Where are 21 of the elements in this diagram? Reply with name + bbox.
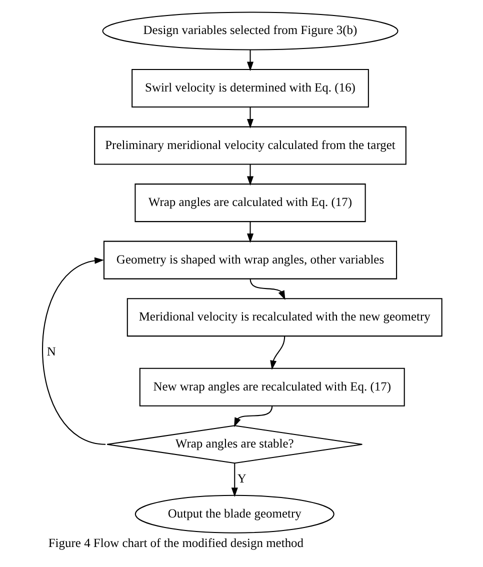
node-box: Swirl velocity is determined with Eq. (16) (131, 69, 368, 108)
node-ellipse: Design variables selected from Figure 3(b) (102, 12, 398, 50)
arrow (42, 257, 106, 445)
node-box: Meridional velocity is recalculated with the new geometry (126, 298, 442, 337)
node-ellipse: Output the blade geometry (134, 494, 334, 534)
node-box: Wrap angles are calculated with Eq. (17) (134, 184, 366, 222)
arrow (246, 50, 254, 72)
node-diamond: Wrap angles are stable? (106, 425, 362, 464)
arrow (246, 164, 254, 186)
node-box: New wrap angles are recalculated with Eq. (17) (138, 368, 404, 406)
edge-label: N (46, 344, 56, 358)
arrow (234, 406, 272, 428)
arrow (230, 463, 238, 497)
caption: Figure 4 Flow chart of the modified design method (48, 536, 304, 550)
arrow (246, 222, 254, 243)
node-box: Geometry is shaped with wrap angles, other variables (102, 240, 397, 280)
node-box: Preliminary meridional velocity calculated from the target (94, 126, 406, 165)
arrow (249, 278, 285, 300)
edge-label: Y (236, 471, 246, 486)
arrow (246, 107, 254, 128)
arrow (270, 336, 285, 370)
